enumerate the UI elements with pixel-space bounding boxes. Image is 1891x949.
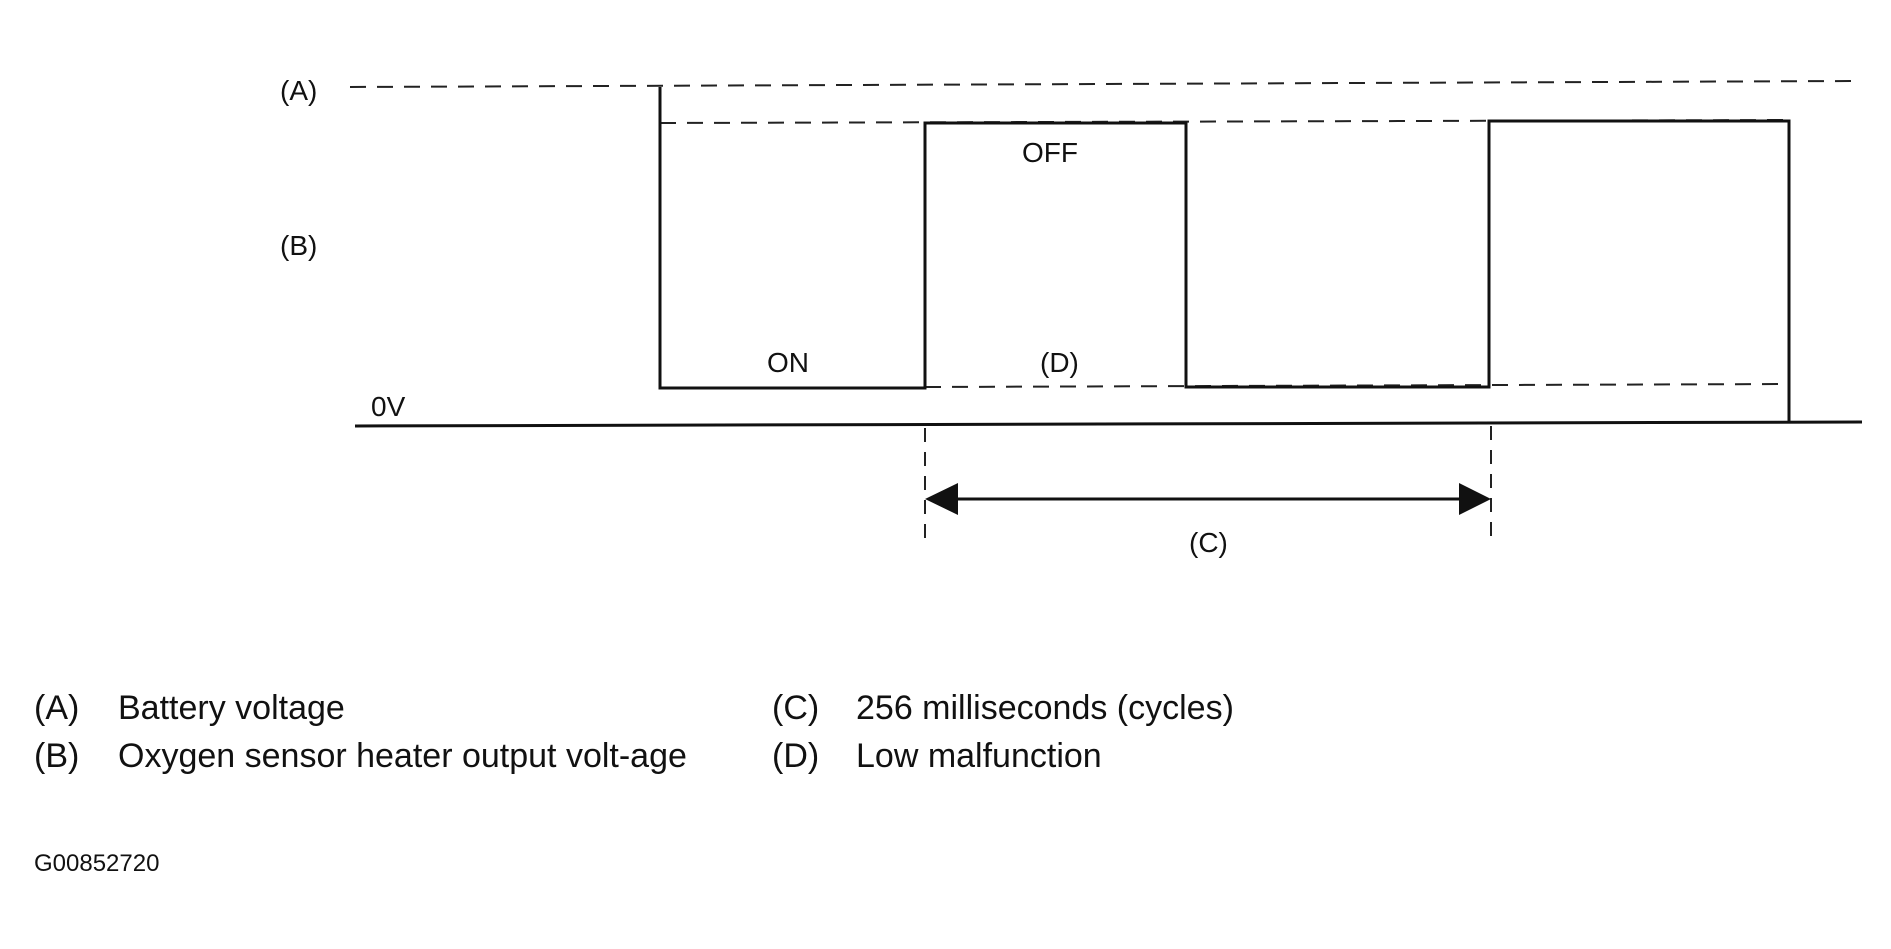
label-low-malfunction: (D)	[1040, 347, 1079, 378]
legend-text: Battery voltage	[118, 689, 345, 727]
heater-voltage-waveform-diagram: (A) (B) 0V ON OFF (D) (C)	[280, 75, 1863, 558]
label-period: (C)	[1189, 527, 1228, 558]
label-zero-volt: 0V	[371, 391, 406, 422]
label-on: ON	[767, 347, 809, 378]
label-battery-voltage: (A)	[280, 75, 317, 106]
label-heater-output-voltage: (B)	[280, 230, 317, 261]
legend-item-a: (A) Battery voltage	[34, 684, 688, 732]
legend-key: (C)	[772, 689, 820, 727]
figure-id: G00852720	[34, 850, 160, 877]
period-arrow-left-head	[925, 483, 958, 515]
legend-key: (B)	[34, 737, 80, 775]
legend-right-column: (C) 256 milliseconds (cycles) (D) Low ma…	[772, 684, 1426, 780]
legend-item-d: (D) Low malfunction	[772, 732, 1426, 780]
legend-text: 256 milliseconds (cycles)	[856, 689, 1234, 727]
legend-item-c: (C) 256 milliseconds (cycles)	[772, 684, 1426, 732]
heater-output-waveform	[658, 87, 1791, 423]
period-arrow-right-head	[1459, 483, 1491, 515]
legend-left-column: (A) Battery voltage (B) Oxygen sensor he…	[34, 684, 688, 780]
legend-key: (A)	[34, 689, 80, 727]
legend-text: Low malfunction	[856, 737, 1102, 775]
legend-key: (D)	[772, 737, 820, 775]
zero-volt-baseline	[354, 420, 1863, 428]
label-off: OFF	[1022, 137, 1078, 168]
battery-voltage-dashed-line	[349, 80, 1856, 88]
legend-item-b: (B) Oxygen sensor heater output volt-age	[34, 732, 688, 780]
legend-text: Oxygen sensor heater output volt-age	[118, 737, 687, 775]
